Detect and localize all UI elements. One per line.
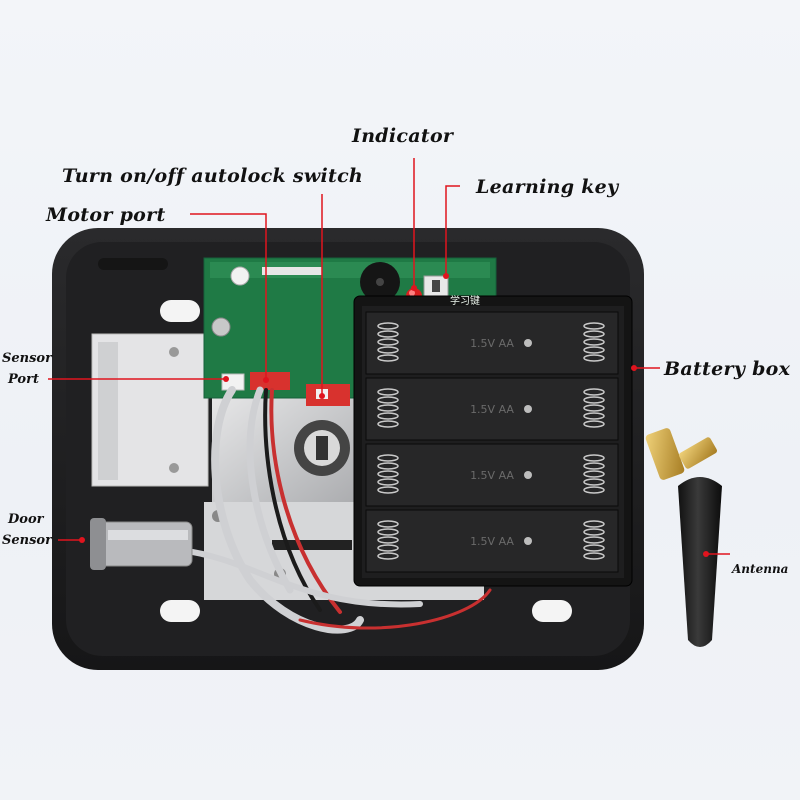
leader-lines xyxy=(48,158,730,555)
learning-key-label: Learning key xyxy=(476,176,619,198)
motor-port-connector xyxy=(250,372,290,390)
battery-cell-label: 1.5V AA xyxy=(470,403,514,416)
battery-cell: 1.5V AA xyxy=(365,443,619,507)
learning-key-board-text: 学习键 xyxy=(450,296,480,307)
battery-cell: 1.5V AA xyxy=(365,377,619,441)
battery-cell: 1.5V AA xyxy=(365,509,619,573)
battery-box-label: Battery box xyxy=(664,358,791,380)
battery-cell: 1.5V AA xyxy=(365,311,619,375)
motor-port-leader xyxy=(190,213,267,380)
door-sensor-label-line1: Door xyxy=(8,512,44,527)
door-sensor xyxy=(90,518,193,570)
sensor-port-label-line2: Port xyxy=(8,372,39,387)
antenna-label: Antenna xyxy=(732,562,789,576)
door-sensor-label-line2: Sensor xyxy=(2,533,52,548)
wires xyxy=(177,386,492,634)
battery-cell-label: 1.5V AA xyxy=(470,535,514,548)
leader-dots xyxy=(79,273,709,557)
mount-hole xyxy=(532,600,572,622)
battery-cell-label: 1.5V AA xyxy=(470,337,514,350)
header-pins xyxy=(262,267,322,275)
mount-hole xyxy=(160,600,200,622)
sensor-port-label-line1: Sensor xyxy=(2,351,52,366)
latch-bracket xyxy=(91,333,209,487)
motor-port-label: Motor port xyxy=(46,204,166,226)
mount-hole xyxy=(160,300,200,322)
antenna xyxy=(645,428,722,647)
battery-cell-label: 1.5V AA xyxy=(470,469,514,482)
indicator-label: Indicator xyxy=(352,125,454,147)
learning-key-leader xyxy=(445,185,460,276)
autolock-switch-label: Turn on/off autolock switch xyxy=(62,165,364,187)
